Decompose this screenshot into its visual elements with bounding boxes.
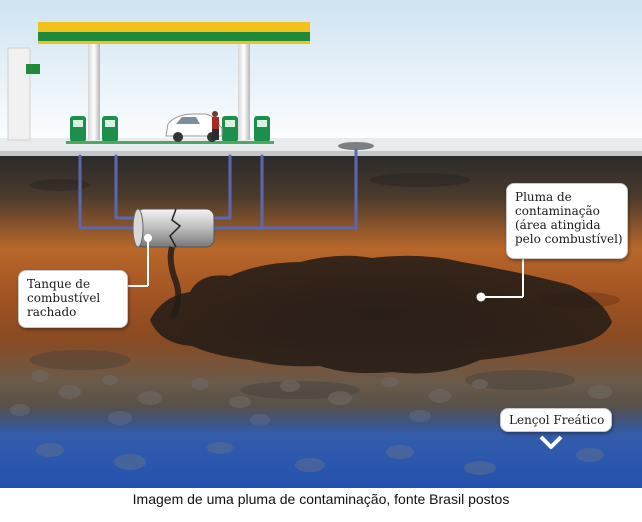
- station-canopy: [38, 22, 310, 140]
- tank-pointer-dot: [144, 234, 152, 242]
- tank-callout-line-3: rachado: [27, 305, 77, 319]
- tank-callout-line-2: combustível: [27, 291, 101, 305]
- plume-callout-line-4: pelo combustível): [515, 232, 623, 246]
- attendant: [212, 111, 219, 140]
- plume-callout: Pluma de contaminação (área atingida pel…: [506, 183, 628, 259]
- tank-callout-line-1: Tanque de: [27, 277, 91, 291]
- manhole-cover: [338, 142, 374, 150]
- tank-callout: Tanque de combustível rachado: [18, 270, 128, 328]
- plume-callout-line-2: contaminação: [515, 204, 600, 218]
- cracked-fuel-tank: [132, 208, 215, 248]
- chevron-down-icon: [539, 435, 563, 449]
- tank-pointer: [128, 234, 152, 287]
- contamination-plume: [150, 255, 612, 374]
- fuel-pipes: [78, 148, 358, 230]
- figure-caption: Imagem de uma pluma de contaminação, fon…: [132, 491, 510, 507]
- station-building: [7, 47, 40, 141]
- plume-pointer: [476, 259, 524, 302]
- groundwater-stones: [36, 442, 604, 475]
- groundwater-callout: Lençol Freático: [500, 408, 612, 432]
- car: [165, 113, 223, 142]
- groundwater-label: Lençol Freático: [509, 413, 605, 427]
- plume-callout-line-3: (área atingida: [515, 218, 601, 232]
- plume-callout-line-1: Pluma de: [515, 190, 572, 204]
- fuel-pumps: [66, 116, 274, 144]
- plume-pointer-dot: [476, 292, 486, 302]
